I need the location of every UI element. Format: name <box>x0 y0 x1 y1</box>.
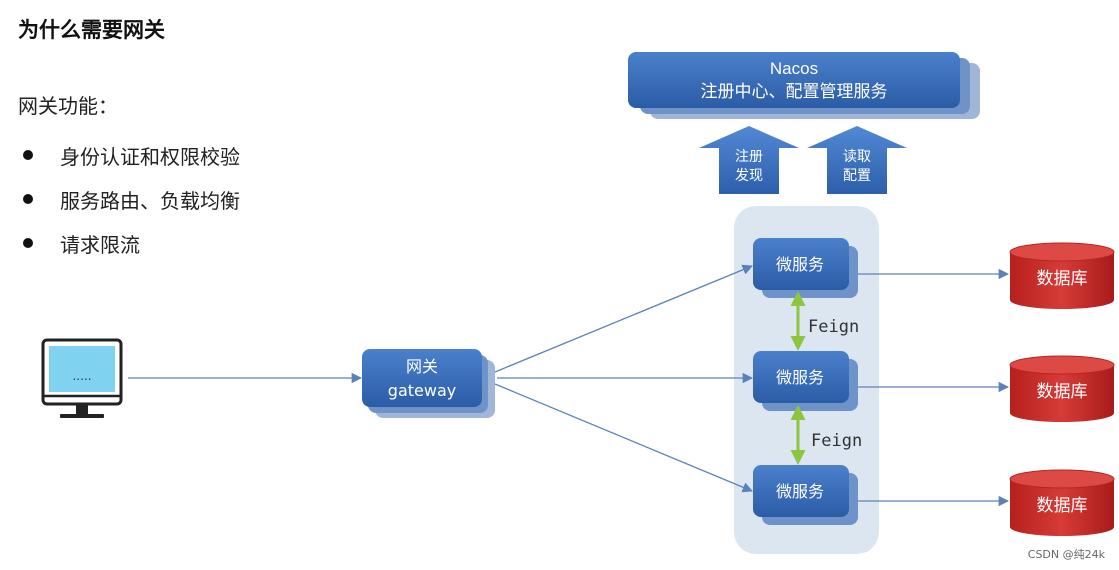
database-label: 数据库 <box>1037 269 1088 289</box>
bullet-icon <box>23 194 33 204</box>
gateway-box: 网关 gateway <box>362 349 495 418</box>
microservice-label: 微服务 <box>776 368 824 387</box>
bullet-icon <box>23 150 33 160</box>
microservice-box: 微服务 <box>753 238 858 298</box>
register-label: 注册 <box>735 149 763 165</box>
watermark: CSDN @纯24k <box>1027 548 1105 561</box>
feature-label: 请求限流 <box>60 232 140 257</box>
database-icon: 数据库 <box>1009 242 1115 309</box>
nacos-subtitle: 注册中心、配置管理服务 <box>701 82 888 102</box>
discover-label: 发现 <box>735 168 763 184</box>
feature-label: 身份认证和权限校验 <box>60 144 240 169</box>
register-discover-arrow: 注册 发现 <box>699 126 799 194</box>
feature-item: 身份认证和权限校验 <box>18 133 240 177</box>
database-icon: 数据库 <box>1009 355 1115 422</box>
gateway-to-service-1-arrow <box>494 264 753 373</box>
gateway-label-cn: 网关 <box>406 357 438 376</box>
read-config-arrow: 读取 配置 <box>807 126 907 194</box>
gateway-label-en: gateway <box>388 381 456 400</box>
feature-item: 服务路由、负载均衡 <box>18 177 240 221</box>
config-label: 配置 <box>843 168 871 184</box>
screen-text: ..... <box>72 369 91 383</box>
feign-label: Feign <box>811 431 862 451</box>
read-label: 读取 <box>843 148 871 165</box>
gateway-to-service-3-arrow <box>494 383 753 493</box>
feign-label: Feign <box>808 317 859 337</box>
bullet-icon <box>23 238 33 248</box>
nacos-title: Nacos <box>770 59 818 78</box>
microservice-label: 微服务 <box>776 482 824 501</box>
microservice-box: 微服务 <box>753 351 858 411</box>
database-label: 数据库 <box>1037 382 1088 402</box>
client-computer-icon: ..... <box>41 338 123 418</box>
microservice-label: 微服务 <box>776 255 824 274</box>
nacos-box: Nacos 注册中心、配置管理服务 <box>628 52 980 119</box>
feature-item: 请求限流 <box>18 221 240 265</box>
feature-list: 身份认证和权限校验 服务路由、负载均衡 请求限流 <box>18 133 240 265</box>
features-heading: 网关功能： <box>18 94 118 118</box>
database-label: 数据库 <box>1037 496 1088 516</box>
page-title: 为什么需要网关 <box>18 18 165 42</box>
feature-label: 服务路由、负载均衡 <box>60 188 240 213</box>
database-icon: 数据库 <box>1009 469 1115 536</box>
microservice-box: 微服务 <box>753 465 858 525</box>
